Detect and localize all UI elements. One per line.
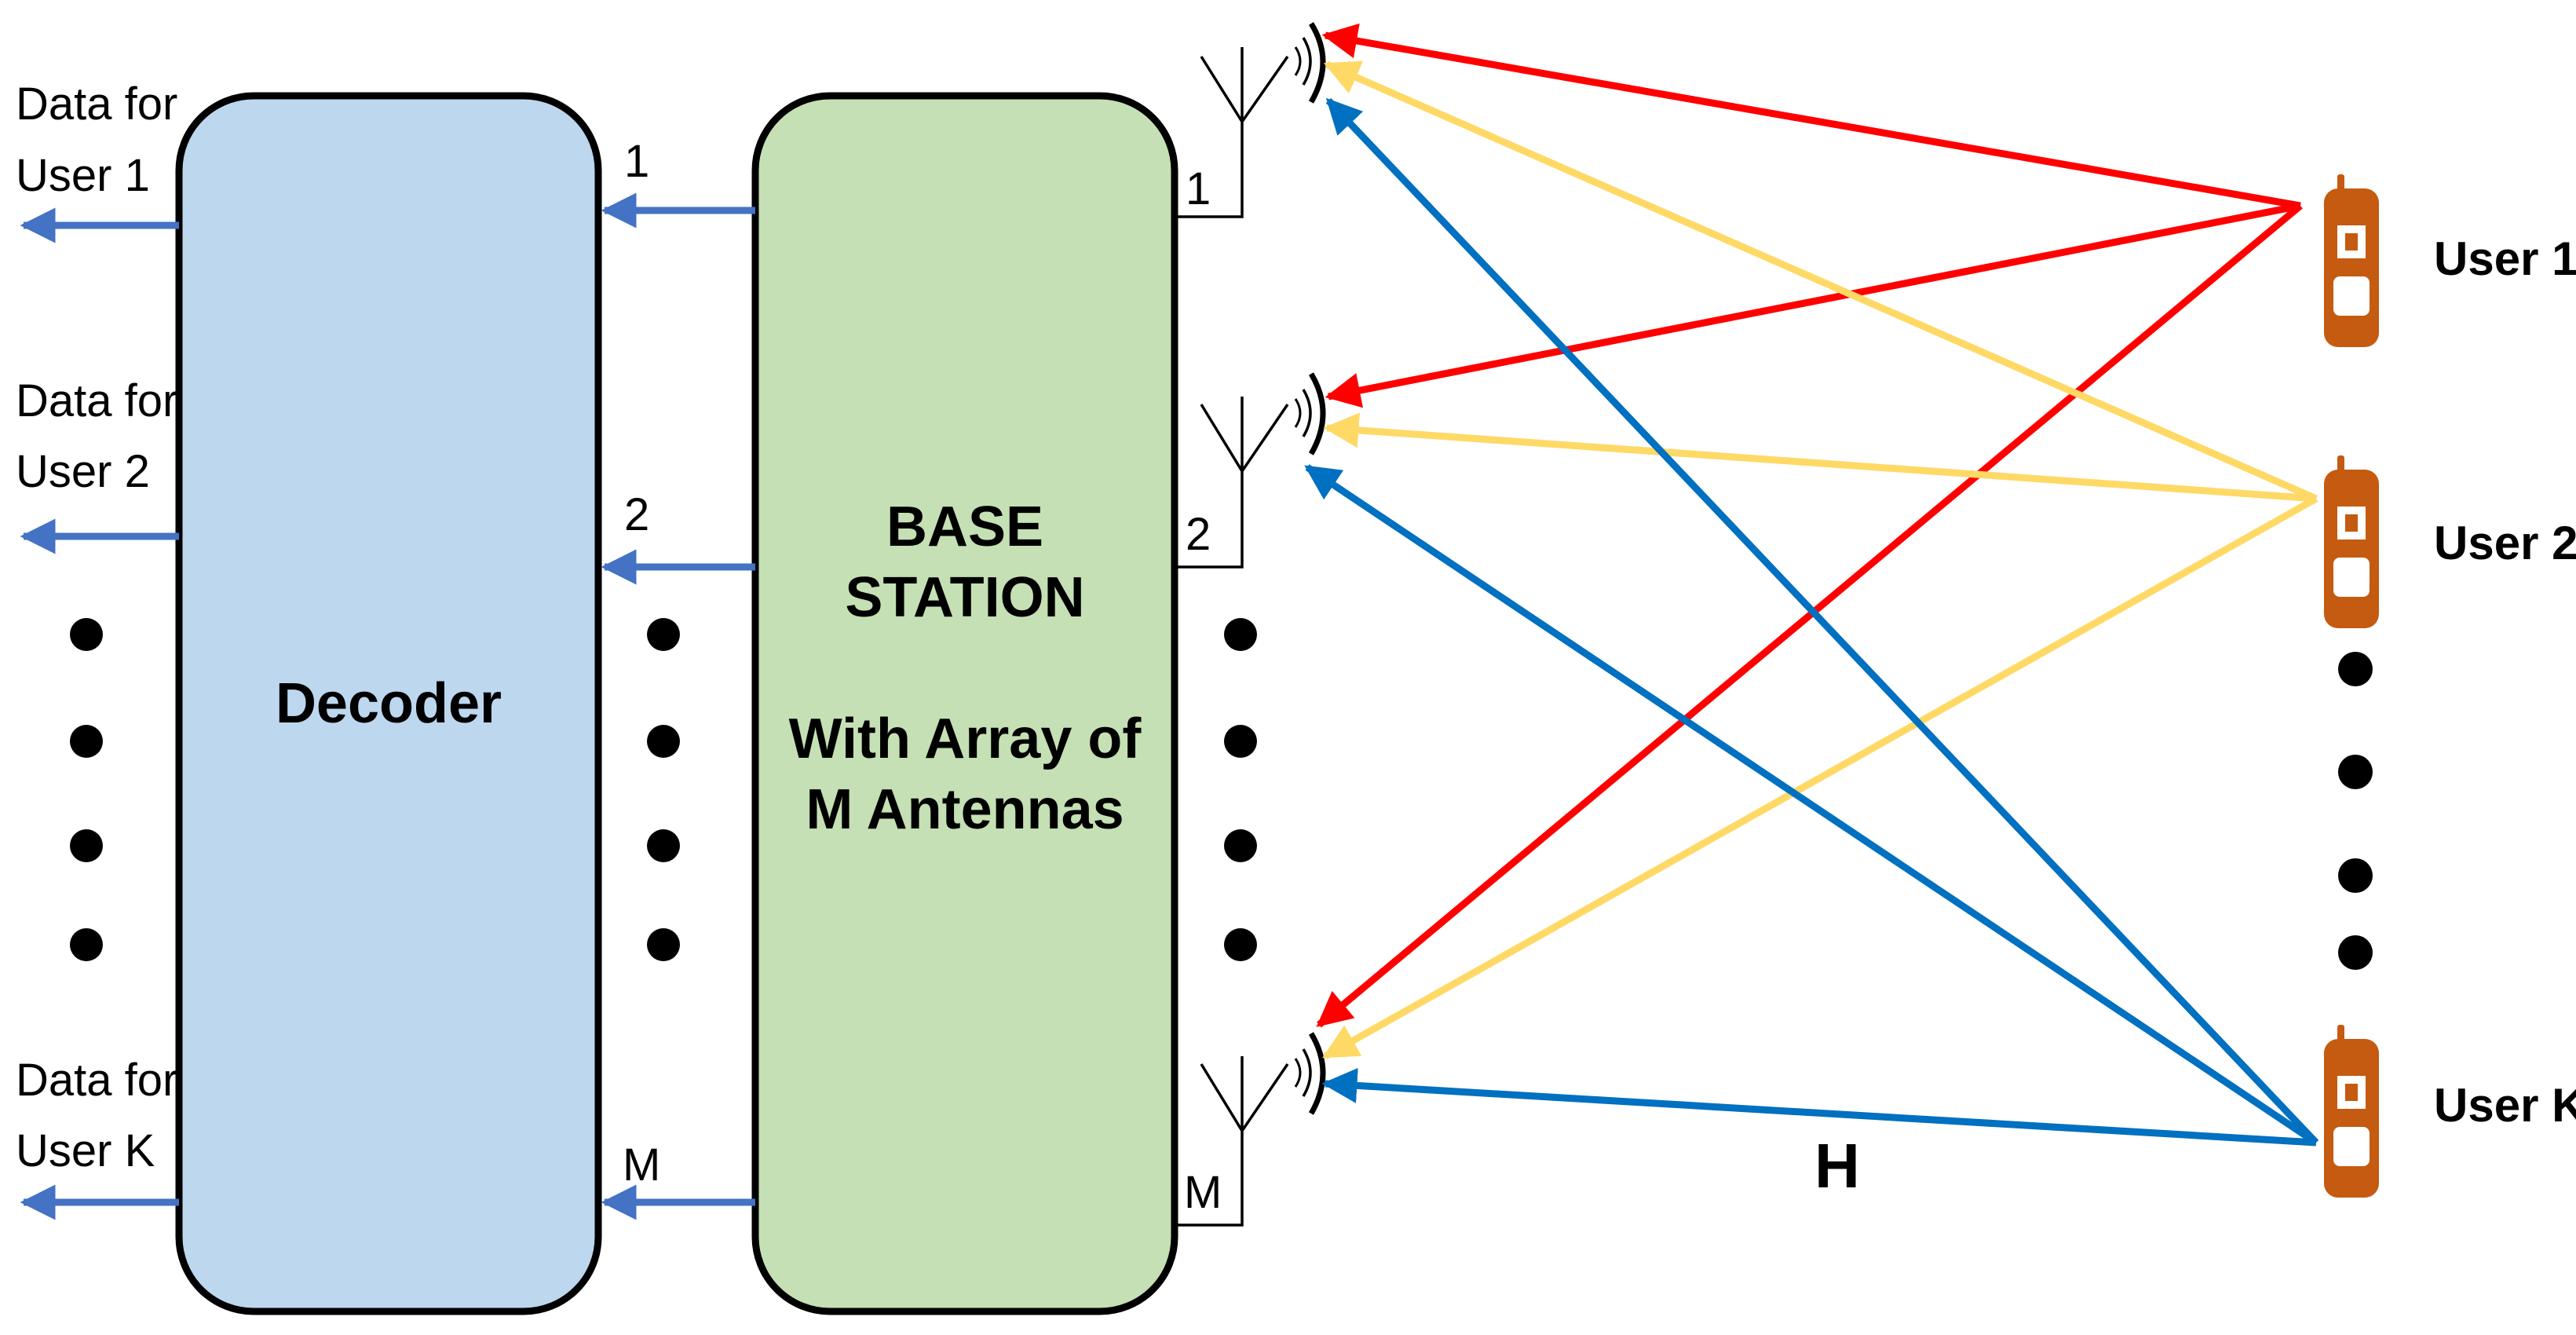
link-label-2: 2 [624,489,649,540]
antenna-m: M [1178,1032,1326,1227]
signal-wave-icon [1294,372,1326,455]
path-userk-ant2 [1304,464,2318,1146]
mobile-phone-icon [2324,174,2379,347]
link-label-m: M [623,1139,660,1191]
antenna-label-2: 2 [1186,509,1211,560]
channel-label: H [1814,1131,1860,1201]
antenna-icon [1178,397,1289,569]
path-userk-antm [1321,1067,2317,1147]
signal-paths-user-k [1304,97,2319,1147]
signal-paths-user-1 [1316,23,2303,1028]
mobile-phone-icon [2324,455,2379,628]
user-2: User 2 [2324,455,2576,628]
base-station-sub-line1: With Array of [789,708,1142,770]
user-k: User K [2324,1025,2576,1198]
antenna-icon [1178,47,1289,218]
antenna-icon [1178,1056,1289,1227]
link-1: 1 [601,136,755,229]
user-label-k: User K [2434,1079,2576,1132]
antenna-label-m: M [1184,1167,1222,1218]
base-station-title-line1: BASE [886,496,1043,558]
path-userk-ant1 [1325,97,2319,1146]
ellipsis-dots-middle [647,618,680,961]
path-user2-antm [1322,496,2318,1059]
output-label-1-line2: User 1 [16,150,150,201]
path-user1-ant2 [1325,202,2301,408]
base-station-title-line2: STATION [845,566,1084,629]
path-user2-ant1 [1323,60,2318,503]
output-label-1-line1: Data for [16,79,177,130]
antenna-2: 2 [1178,372,1326,569]
user-1: User 1 [2324,174,2576,347]
output-label-k-line2: User K [16,1125,155,1176]
output-label-2-line2: User 2 [16,446,150,497]
ellipsis-dots-left [70,618,103,961]
decoder-output-k: Data for User K [16,1055,179,1220]
base-station-sub-line2: M Antennas [806,778,1124,841]
decoder-output-2: Data for User 2 [16,375,179,554]
antenna-1: 1 [1178,22,1326,218]
path-user1-ant1 [1321,23,2301,210]
link-2: 2 [601,489,755,585]
user-label-1: User 1 [2434,232,2576,285]
decoder-output-1: Data for User 1 [16,79,179,243]
mobile-phone-icon [2324,1025,2379,1198]
signal-paths-user-2 [1322,60,2318,1059]
path-user1-antm [1316,203,2303,1028]
decoder-block [175,92,602,1315]
signal-wave-icon [1294,1032,1326,1115]
output-label-k-line1: Data for [16,1055,177,1106]
ellipsis-dots-antennas [1224,618,1257,961]
signal-wave-icon [1294,22,1326,104]
path-user2-ant2 [1323,412,2317,503]
link-label-1: 1 [624,136,649,187]
antenna-label-1: 1 [1186,163,1211,214]
output-label-2-line1: Data for [16,375,177,426]
base-station-block [751,92,1178,1315]
link-m: M [601,1139,755,1220]
user-label-2: User 2 [2434,517,2576,569]
ellipsis-dots-users [2338,652,2373,970]
decoder-label: Decoder [276,672,502,735]
